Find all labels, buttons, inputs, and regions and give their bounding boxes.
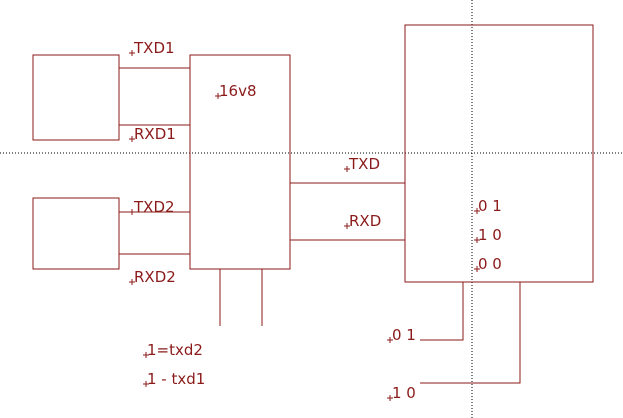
origin-marker <box>387 337 393 343</box>
origin-marker <box>474 266 480 272</box>
origin-markers <box>129 50 480 401</box>
origin-marker <box>129 50 135 56</box>
label-bus-rxd: RXD <box>349 212 381 230</box>
pal-16v8-chip[interactable] <box>189 54 291 270</box>
mux-block[interactable] <box>404 24 594 283</box>
label-code-01: 0 1 <box>478 197 502 215</box>
wire-select-b[interactable] <box>420 282 521 384</box>
note-txd2: 1=txd2 <box>147 341 203 359</box>
origin-marker <box>129 136 135 142</box>
origin-marker <box>387 395 393 401</box>
label-txd1: TXD1 <box>133 39 175 57</box>
label-rxd2: RXD2 <box>134 268 176 286</box>
label-chip-part: 16v8 <box>219 82 257 100</box>
origin-marker <box>143 352 149 358</box>
label-code-10: 1 0 <box>478 226 502 244</box>
origin-marker <box>129 279 135 285</box>
label-code-00: 0 0 <box>478 255 502 273</box>
origin-marker <box>143 381 149 387</box>
label-rxd1: RXD1 <box>134 125 176 143</box>
origin-marker <box>344 223 350 229</box>
origin-marker <box>215 93 221 99</box>
label-select-b: 1 0 <box>392 384 416 402</box>
label-bus-txd: TXD <box>348 155 380 173</box>
label-select-a: 0 1 <box>392 326 416 344</box>
origin-marker <box>344 166 350 172</box>
note-txd1: 1 - txd1 <box>147 370 205 388</box>
label-txd2: TXD2 <box>133 198 175 216</box>
origin-marker <box>474 208 480 214</box>
wire-select-a[interactable] <box>420 282 464 341</box>
uart-device-1[interactable] <box>32 54 120 141</box>
uart-device-2[interactable] <box>32 197 120 270</box>
origin-marker <box>474 237 480 243</box>
origin-marker <box>129 209 135 215</box>
